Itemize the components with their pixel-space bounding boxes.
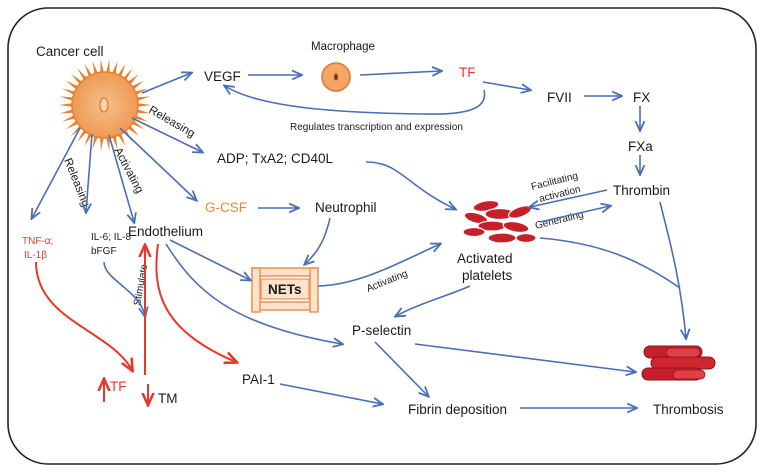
thrombosis-icon xyxy=(641,345,716,381)
node-pselectin: P-selectin xyxy=(352,323,411,338)
node-fxa: FXa xyxy=(628,139,653,154)
cancer-cell-spike xyxy=(100,135,105,151)
node-il1b: IL-1β xyxy=(24,250,47,261)
cancer-cell-spike xyxy=(135,102,151,108)
cancer-cell-spike xyxy=(135,108,151,114)
cancer-cell-spike xyxy=(135,96,151,102)
node-il6: IL-6; IL-8 xyxy=(91,232,131,243)
node-pai1: PAI-1 xyxy=(242,372,275,387)
node-vegf: VEGF xyxy=(204,69,241,84)
node-endothelium: Endothelium xyxy=(128,224,203,239)
nets-icon xyxy=(251,267,319,313)
platelets-icon xyxy=(462,199,537,244)
arrows-red xyxy=(35,244,236,404)
outer-frame xyxy=(7,7,757,465)
node-fx: FX xyxy=(633,90,650,105)
node-tf-top: TF xyxy=(459,65,476,80)
arrows-blue xyxy=(32,71,686,408)
node-bfgf: bFGF xyxy=(91,246,117,257)
cancer-cell-spike xyxy=(100,59,105,75)
cancer-cell-spike xyxy=(111,134,118,150)
node-tm: TM xyxy=(158,391,178,406)
node-tnf: TNF-α; xyxy=(22,236,53,247)
node-tf-bottom: TF xyxy=(110,379,127,394)
label-macrophage: Macrophage xyxy=(311,41,375,53)
node-fibrin: Fibrin deposition xyxy=(408,402,507,417)
node-gcsf: G-CSF xyxy=(205,200,247,215)
cancer-cell-spike xyxy=(59,96,75,102)
node-activated-platelets-1: Activated xyxy=(457,251,513,266)
node-thrombin: Thrombin xyxy=(613,183,670,198)
node-adp: ADP; TxA2; CD40L xyxy=(217,151,334,166)
cancer-cell-spike xyxy=(59,102,75,108)
cancer-cell-spike xyxy=(59,108,75,114)
cancer-cell-spike xyxy=(105,135,110,151)
label-cancer-cell: Cancer cell xyxy=(36,44,104,59)
cancer-cell-icon xyxy=(59,59,151,151)
node-thrombosis: Thrombosis xyxy=(653,402,724,417)
cancer-cell-spike xyxy=(111,60,118,76)
node-neutrophil: Neutrophil xyxy=(315,200,377,215)
node-fvii: FVII xyxy=(547,90,572,105)
edge-label-regulates: Regulates transcription and expression xyxy=(290,122,463,133)
macrophage-icon xyxy=(321,62,351,92)
node-activated-platelets-2: platelets xyxy=(462,268,513,283)
node-nets: NETs xyxy=(268,282,302,297)
cancer-cell-spike xyxy=(105,59,110,75)
cancer-cell-spike xyxy=(92,60,99,76)
cancer-cell-spike xyxy=(92,134,99,150)
